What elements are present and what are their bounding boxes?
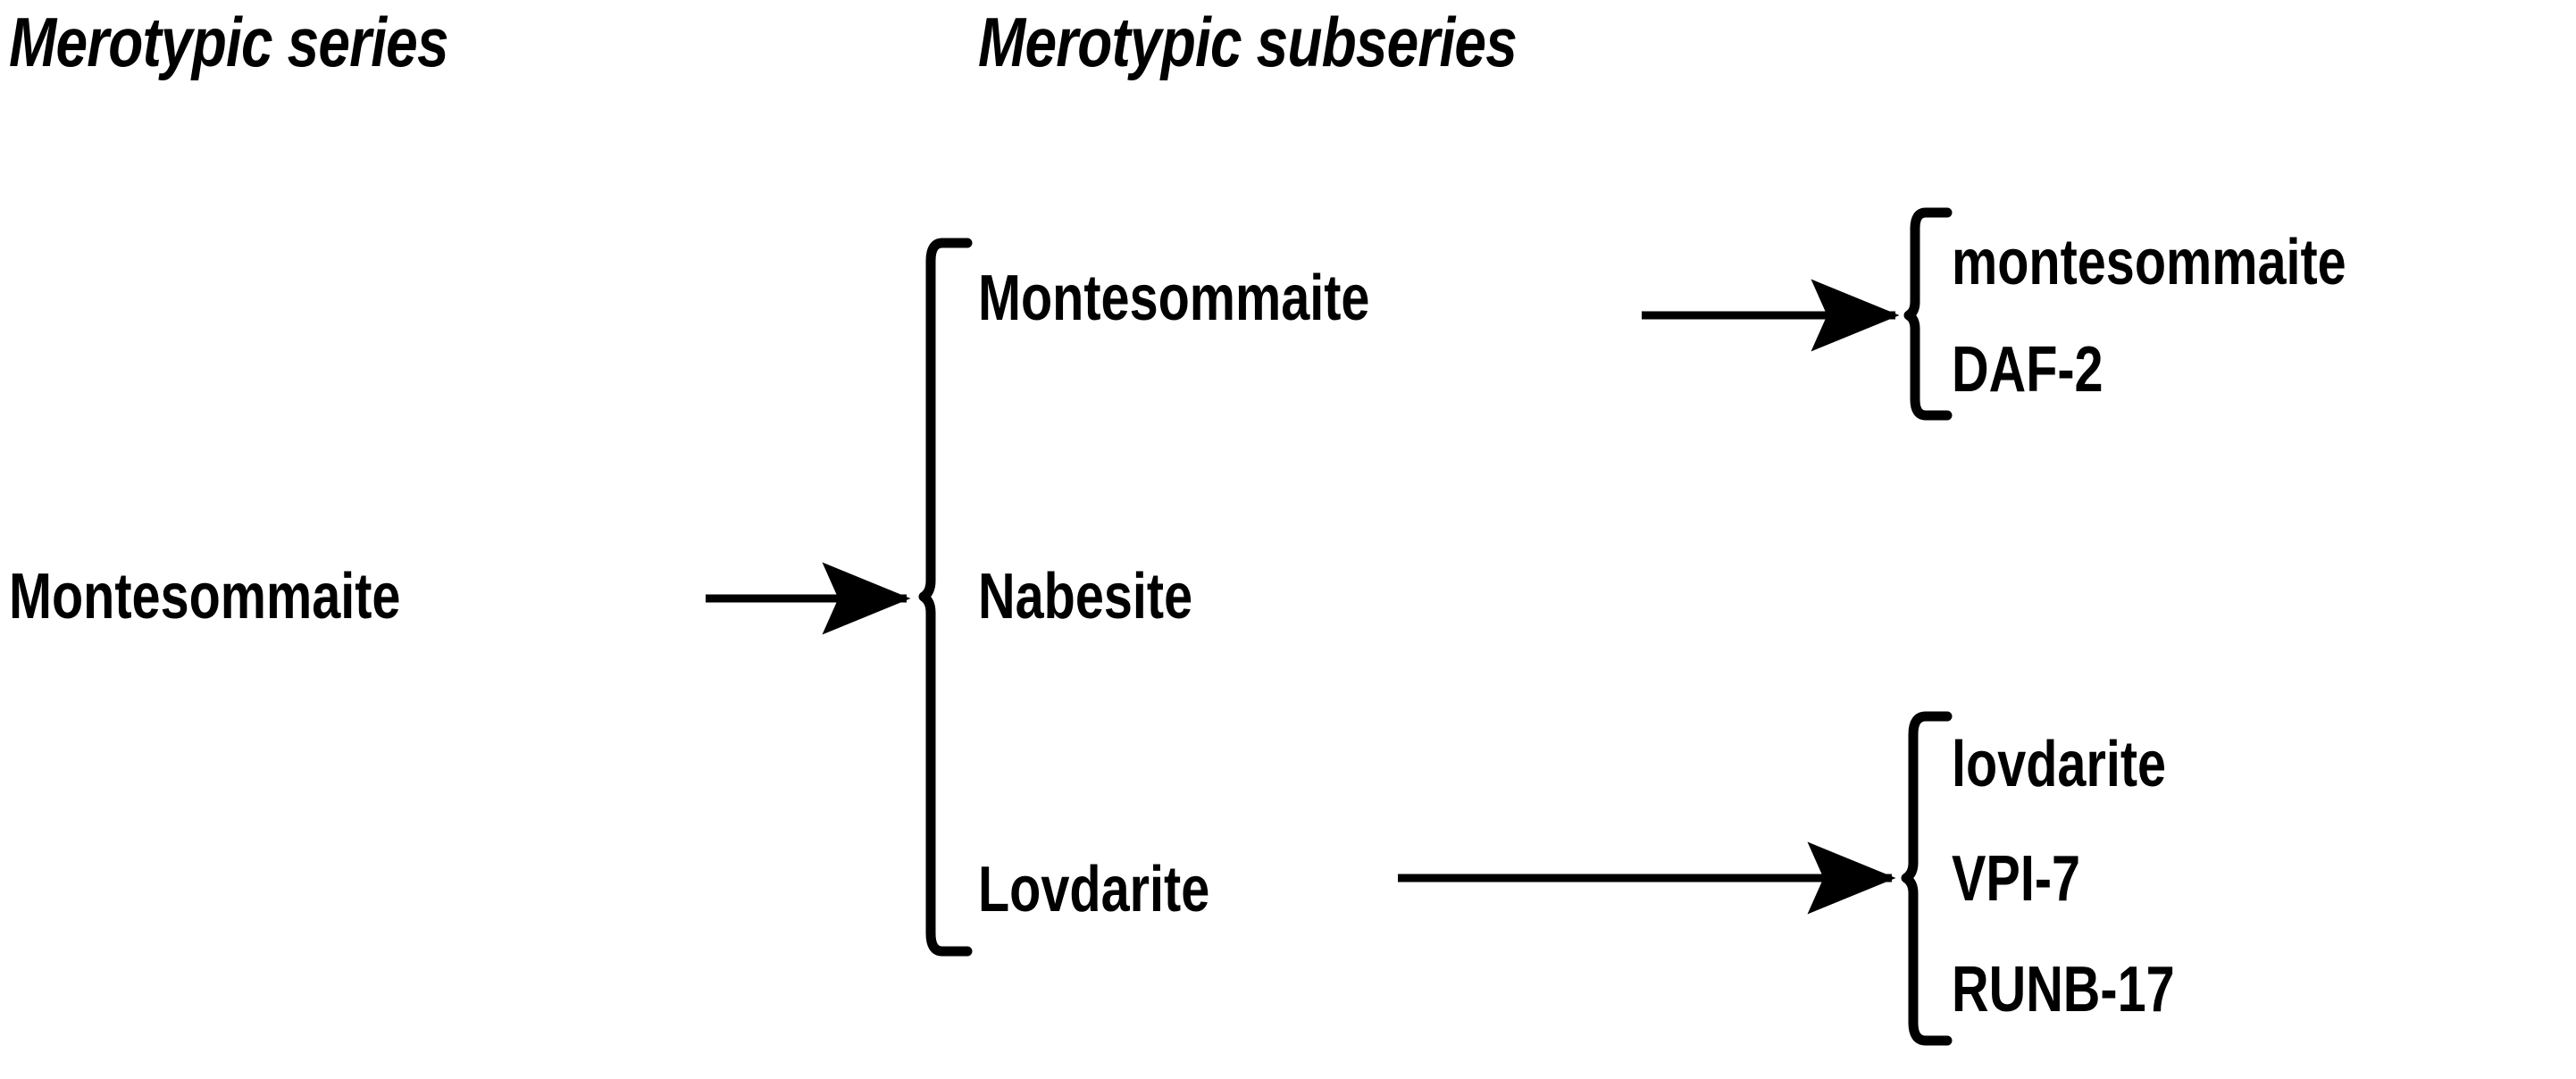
column-header-merotypic-subseries: Merotypic subseries bbox=[978, 3, 1518, 81]
node-subseries-nabesite: Nabesite bbox=[978, 561, 1193, 632]
leaf-runb-17: RUNB-17 bbox=[1952, 954, 2175, 1025]
leaf-montesommaite: montesommaite bbox=[1952, 227, 2346, 298]
brace-lovdarite-members bbox=[1901, 711, 1953, 1046]
leaf-lovdarite: lovdarite bbox=[1952, 729, 2167, 800]
leaf-vpi-7: VPI-7 bbox=[1952, 843, 2081, 915]
column-header-merotypic-series: Merotypic series bbox=[9, 3, 449, 81]
node-subseries-lovdarite: Lovdarite bbox=[978, 854, 1210, 925]
node-root-montesommaite: Montesommaite bbox=[9, 561, 401, 632]
node-subseries-montesommaite: Montesommaite bbox=[978, 263, 1370, 334]
brace-montesommaite-members bbox=[1903, 207, 1953, 421]
leaf-daf-2: DAF-2 bbox=[1952, 334, 2103, 406]
brace-subseries-group bbox=[918, 238, 973, 957]
